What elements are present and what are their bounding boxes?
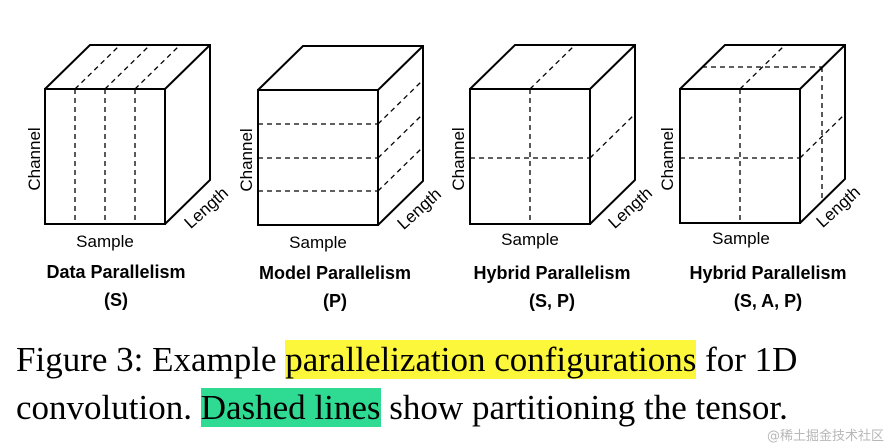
caption-text: Figure 3: Example [16,340,286,379]
panel-title: Data Parallelism [46,262,185,282]
channel-axis-label: Channel [658,127,677,190]
caption-line-1: Figure 3: Example parallelization config… [16,336,886,384]
length-axis-label: Length [605,183,656,232]
length-axis-label: Length [181,183,232,232]
panel-subtitle: (S, P) [529,291,575,311]
partition-lines [680,44,846,223]
panel-subtitle: (P) [323,291,347,311]
channel-axis-label: Channel [25,127,44,190]
cube [469,44,636,225]
sample-axis-label: Sample [501,230,559,249]
watermark: @稀土掘金技术社区 [766,429,884,444]
panel-model-parallelism: Channel Sample Length Model Parallelism … [237,45,445,311]
caption-text: show partitioning the tensor. [380,388,788,427]
panel-hybrid-parallelism-sp: Channel Sample Length Hybrid Parallelism… [449,44,656,311]
channel-axis-label: Channel [449,127,468,190]
panel-title: Model Parallelism [259,263,411,283]
cube [44,44,211,225]
panel-hybrid-parallelism-sap: Channel Sample Length Hybrid Parallelism… [658,44,864,311]
sample-axis-label: Sample [289,233,347,252]
sample-axis-label: Sample [712,229,770,248]
partition-lines [470,44,636,224]
length-axis-label: Length [813,182,864,231]
figure-caption: Figure 3: Example parallelization config… [16,336,886,432]
caption-text: convolution. [16,388,201,427]
panel-data-parallelism: Channel Sample Length Data Parallelism (… [25,44,232,310]
caption-text: for 1D [696,340,798,379]
panel-subtitle: (S, A, P) [734,291,802,311]
caption-highlight-green: Dashed lines [200,388,381,427]
cube [679,44,846,224]
sample-axis-label: Sample [76,232,134,251]
cube [257,45,424,226]
caption-highlight-yellow: parallelization configurations [285,340,697,379]
partition-lines [74,44,181,224]
caption-line-2: convolution. Dashed lines show partition… [16,384,886,432]
panel-title: Hybrid Parallelism [473,263,630,283]
channel-axis-label: Channel [237,128,256,191]
panel-subtitle: (S) [104,290,128,310]
length-axis-label: Length [394,184,445,233]
partition-lines [258,79,424,192]
panel-title: Hybrid Parallelism [689,263,846,283]
